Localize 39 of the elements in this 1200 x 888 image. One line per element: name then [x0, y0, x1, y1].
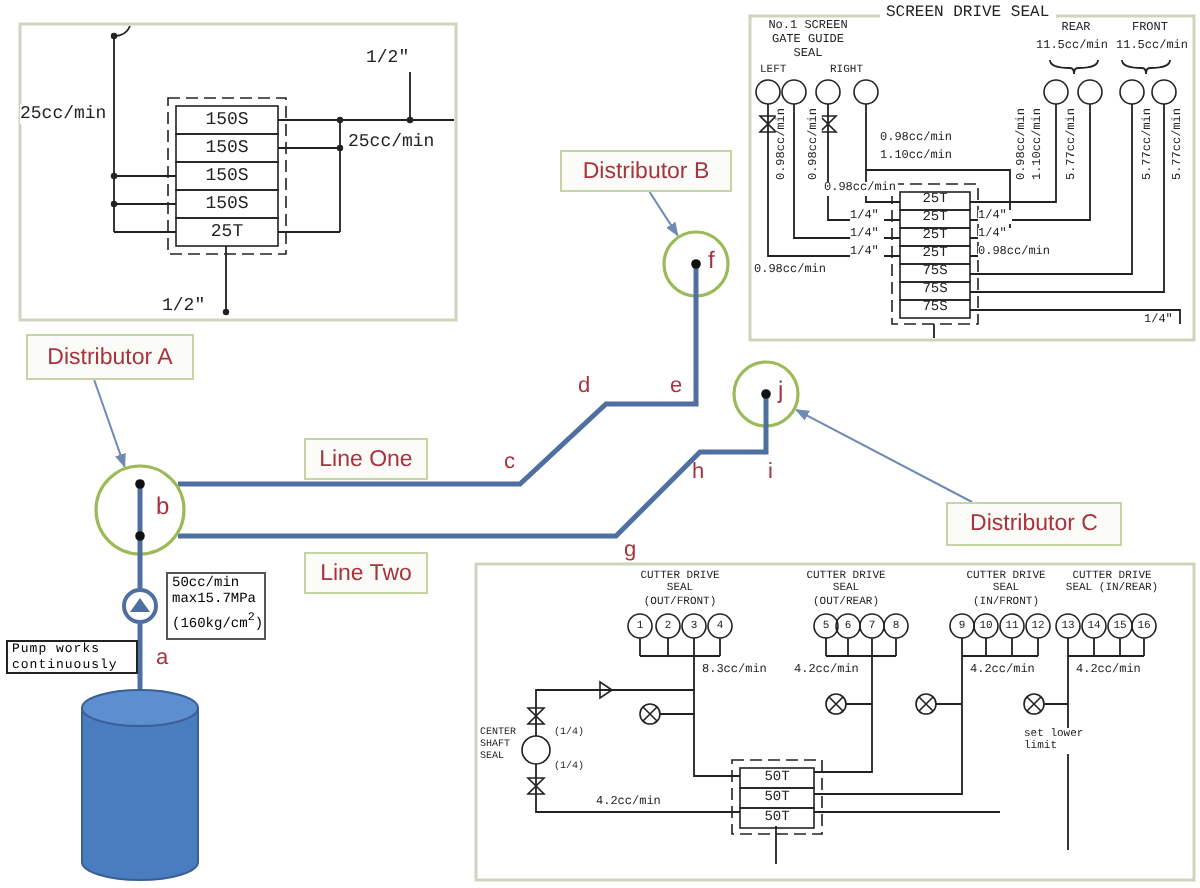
callout-text: Distributor C: [970, 512, 1098, 536]
distributor-ring: [662, 230, 730, 298]
arrow: [648, 191, 679, 237]
distributor-ring: [732, 360, 800, 428]
port-label: 25T: [208, 220, 246, 246]
port-label: 150S: [203, 192, 251, 218]
callout-text: Line Two: [320, 561, 412, 585]
callout-box: [560, 150, 732, 192]
callout-text: Line One: [319, 447, 413, 471]
callout-text: Distributor B: [582, 159, 710, 183]
pipe-segment-letter: i: [768, 462, 773, 484]
pipe-line: [178, 428, 769, 539]
note-box: [6, 640, 138, 674]
callout-box: [304, 438, 428, 480]
distributor-ring: [94, 464, 186, 556]
junction-letter: b: [156, 494, 170, 518]
pipe-segment-letter: e: [670, 376, 683, 398]
pipe-line: [178, 298, 699, 487]
port-label: 150S: [203, 108, 251, 134]
arrow: [794, 408, 973, 503]
callout-box: [26, 334, 194, 380]
port-label: 150S: [203, 136, 251, 162]
callout-text: Distributor A: [47, 345, 173, 369]
arrow: [93, 379, 126, 468]
pipe-segment-letter: c: [504, 452, 515, 474]
callout-box: [304, 552, 428, 594]
pipe-segment-letter: g: [624, 540, 637, 562]
oil-tank: [80, 690, 200, 880]
section-heading: SCREEN DRIVE SEAL: [880, 4, 1056, 23]
pipe-segment-letter: h: [692, 462, 705, 484]
callout-box: [946, 502, 1122, 546]
pipe-line: [137, 624, 143, 690]
pipe-segment-letter: d: [578, 376, 591, 398]
pump-symbol: [122, 588, 158, 624]
junction-letter: j: [778, 378, 784, 402]
port-label: 150S: [203, 164, 251, 190]
pipe-line: [137, 556, 143, 588]
pipe-segment-letter: a: [156, 648, 169, 670]
junction-letter: f: [708, 248, 715, 272]
